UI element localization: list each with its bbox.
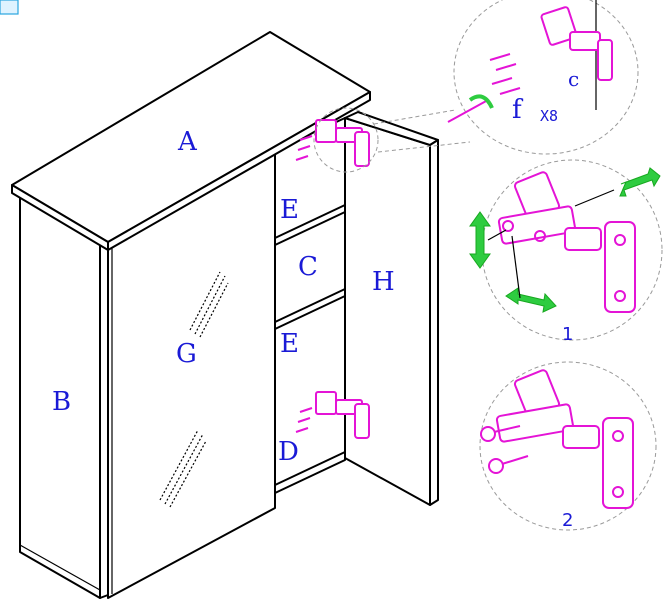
- cabinet-back-wall: [274, 117, 346, 491]
- side-panel-line: [19, 544, 101, 591]
- hinge-upper: [295, 119, 370, 167]
- corner-badge: [0, 0, 19, 15]
- callout-hinge-c: c: [568, 67, 579, 91]
- detail-callout-top: [313, 0, 639, 173]
- top-panel-side-edge: [107, 91, 371, 251]
- label-a: A: [177, 127, 198, 157]
- screw-quantity: X8: [540, 107, 558, 125]
- rotate-arrow-icon: [468, 94, 494, 109]
- mirror-reflection: [159, 271, 229, 508]
- label-g: G: [176, 339, 197, 369]
- door-h: [344, 117, 431, 506]
- hinge-lower: [295, 391, 370, 439]
- label-h: H: [372, 267, 395, 297]
- label-e-upper: E: [280, 195, 299, 225]
- cabinet: [11, 31, 439, 599]
- label-b: B: [52, 387, 71, 417]
- label-c: C: [298, 252, 318, 282]
- step-2-label: 2: [562, 510, 573, 531]
- label-d: D: [278, 437, 299, 467]
- callout-screw-f: f: [512, 95, 524, 125]
- depth-adjust-arrow-icon: [505, 287, 557, 313]
- step-1-detail: [469, 159, 663, 341]
- step-2-detail: [479, 361, 657, 531]
- step-1-label: 1: [562, 324, 573, 345]
- vertical-adjust-arrow-icon: [469, 211, 491, 269]
- side-panel-edge: [99, 239, 109, 599]
- door-h-side-edge: [429, 139, 439, 506]
- side-adjust-arrow-icon: [619, 167, 661, 197]
- label-e-lower: E: [280, 329, 299, 359]
